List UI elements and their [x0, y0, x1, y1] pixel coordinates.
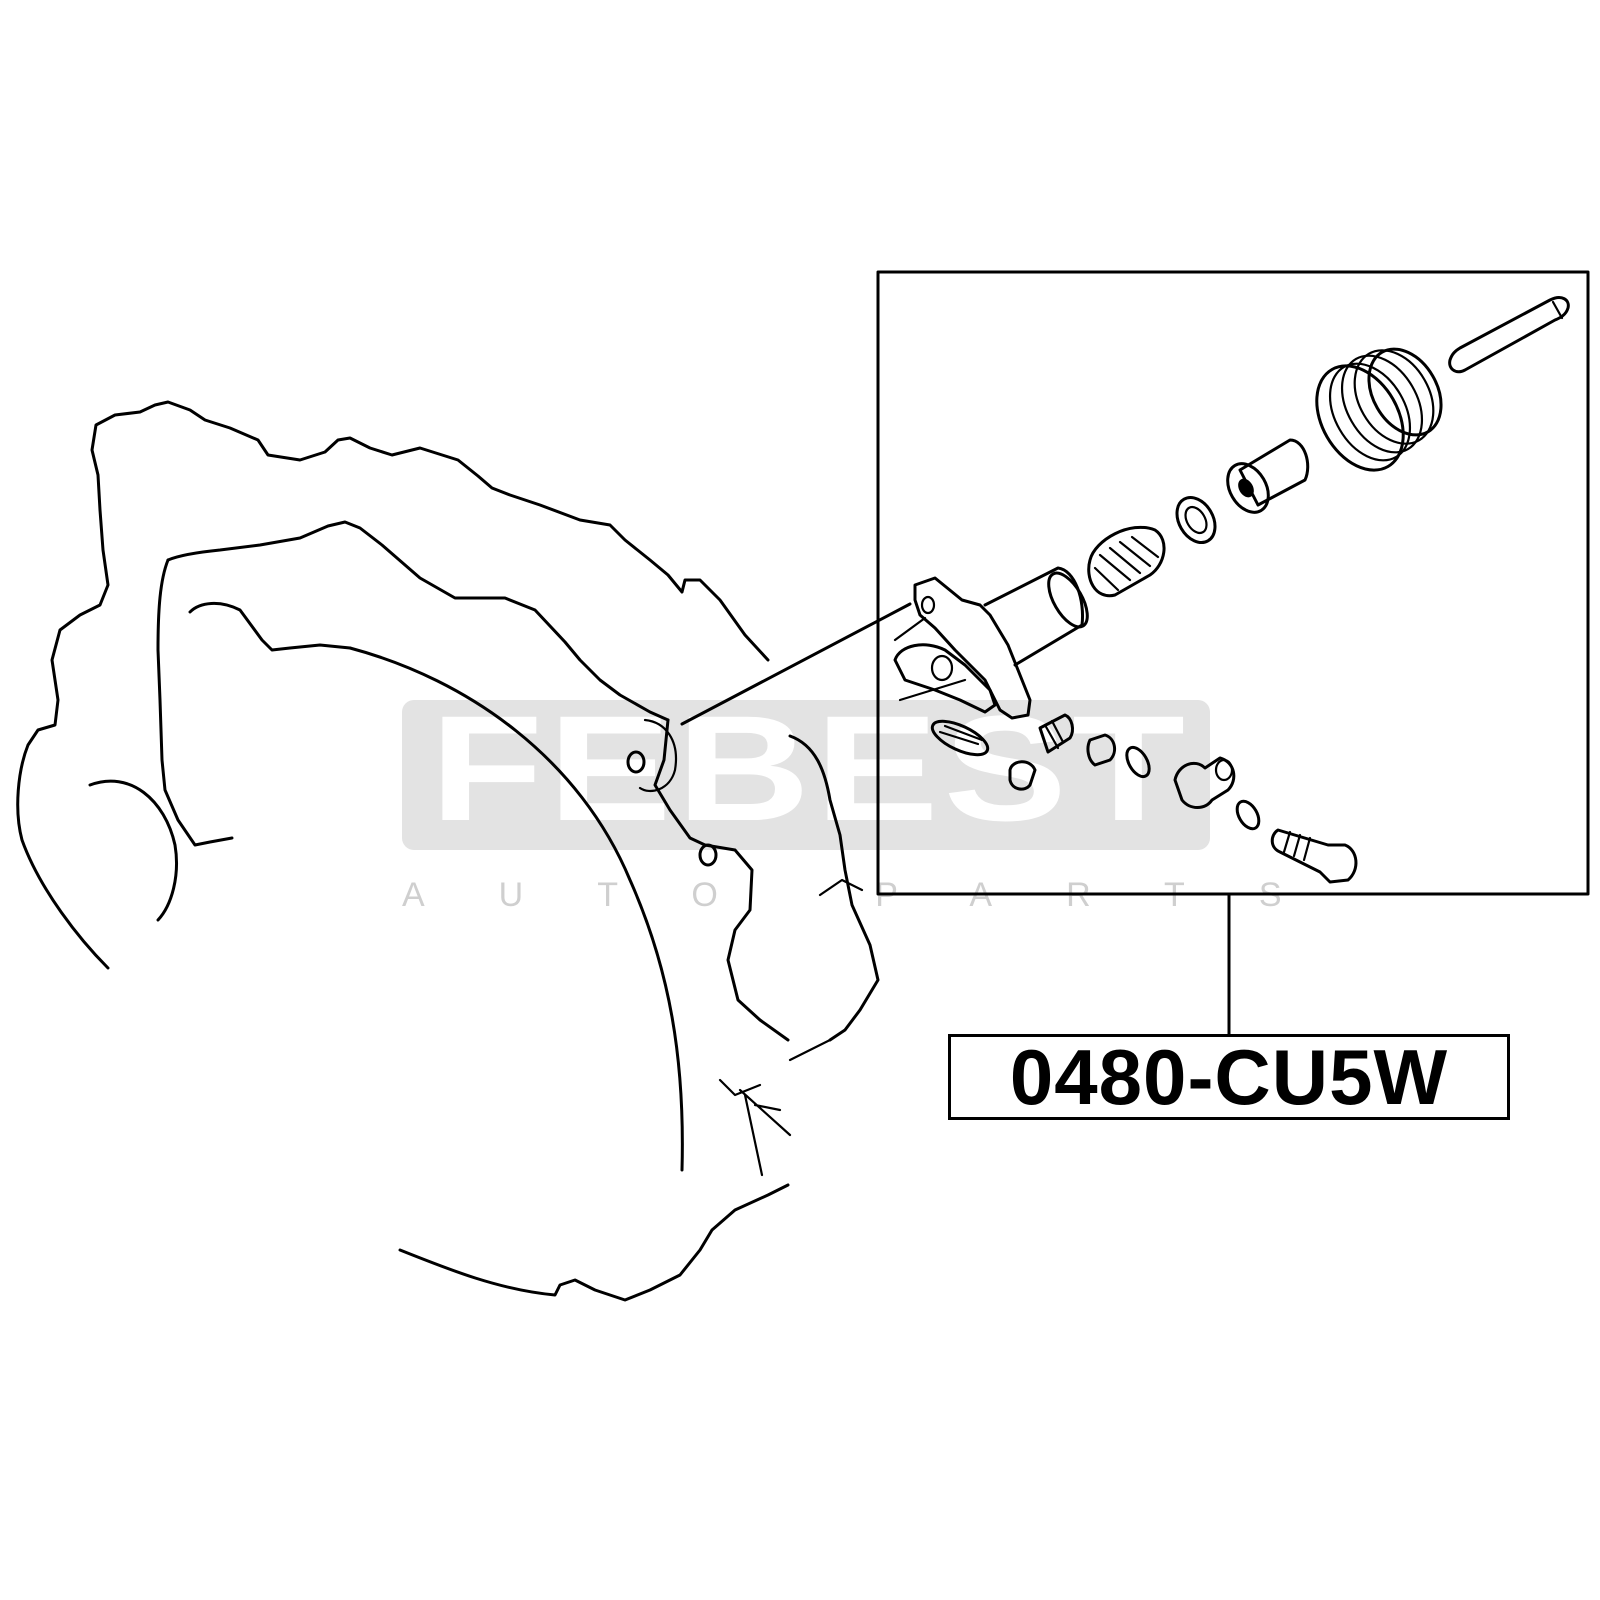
- cylinder-body: [893, 566, 1089, 720]
- mount-hole-upper: [626, 750, 646, 774]
- bleeder-cap: [1086, 733, 1117, 767]
- banjo-bolt: [1270, 828, 1358, 884]
- input-shaft-arc: [88, 779, 178, 922]
- housing-right-detail: [788, 878, 864, 1062]
- push-rod: [1448, 296, 1570, 374]
- dust-boot: [1315, 347, 1443, 472]
- clutch-fork-detail: [718, 1078, 792, 1177]
- cup-seal: [1175, 496, 1217, 544]
- housing-inner-rim: [166, 520, 670, 722]
- leader-line-housing: [680, 602, 912, 726]
- exploded-view-frame: [876, 270, 1590, 896]
- bleeder-screw: [1038, 713, 1074, 754]
- watermark-badge: [402, 700, 1210, 850]
- copper-washer: [1235, 799, 1261, 831]
- mount-hole-lower: [698, 843, 718, 867]
- part-number-text: 0480-CU5W: [1009, 1033, 1449, 1121]
- watermark-brand: FEBEST: [430, 684, 1190, 852]
- housing-outer-contour: [16, 400, 770, 970]
- bell-housing-arc: [348, 646, 684, 1172]
- transmission-housing: [16, 400, 880, 1302]
- housing-inner-left: [156, 558, 234, 847]
- check-valve: [1008, 760, 1037, 791]
- housing-right-edge: [788, 734, 880, 1042]
- piston: [1226, 438, 1310, 514]
- o-ring-small: [1125, 745, 1151, 779]
- return-spring: [1087, 525, 1166, 598]
- housing-bottom-contour: [398, 1183, 790, 1302]
- mount-boss-outline: [638, 718, 678, 793]
- bleed-seal: [930, 719, 990, 757]
- exploded-parts: [893, 296, 1570, 884]
- housing-inner-step: [188, 602, 352, 652]
- banjo-fitting: [1173, 756, 1236, 809]
- part-number-label: 0480-CU5W: [948, 1034, 1510, 1120]
